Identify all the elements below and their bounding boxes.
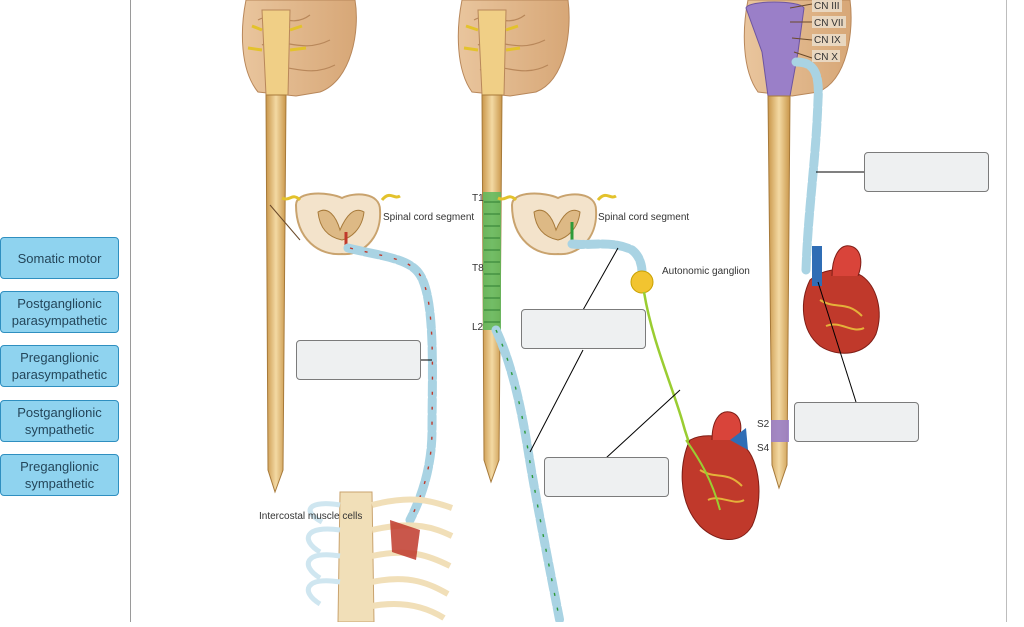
cn3-label: CN III bbox=[814, 1, 840, 12]
intercostal-muscle-label: Intercostal muscle cells bbox=[259, 511, 362, 522]
sacral-region bbox=[771, 420, 789, 442]
l2-label: L2 bbox=[472, 322, 484, 333]
somatic-column: Spinal cord segment Intercostal muscle c… bbox=[241, 0, 474, 623]
preganglionic-sympathetic-axon bbox=[567, 239, 647, 277]
heart-illustration-2 bbox=[681, 411, 760, 540]
cranial-nerve-leaders bbox=[789, 3, 813, 59]
lower-sympathetic-chain bbox=[491, 325, 565, 627]
vagus-nerve-axon bbox=[791, 57, 823, 275]
label-chip-preganglionic-parasympathetic[interactable]: Preganglionic parasympathetic bbox=[0, 345, 119, 387]
leader-line-6 bbox=[817, 281, 857, 403]
chip-text: Postganglionic parasympathetic bbox=[11, 296, 108, 328]
dropzone-preganglionic-sympathetic[interactable] bbox=[521, 309, 646, 349]
cranial-nerves-2 bbox=[463, 24, 521, 52]
t1-label: T1 bbox=[472, 193, 484, 204]
label-bank: Somatic motor Postganglionic parasympath… bbox=[0, 0, 131, 622]
nervous-system-diagram: Spinal cord segment Intercostal muscle c… bbox=[241, 0, 880, 627]
heart-illustration-3 bbox=[802, 245, 880, 354]
s2-label: S2 bbox=[757, 419, 770, 430]
spinal-cord-segment-label-1: Spinal cord segment bbox=[383, 212, 474, 223]
brainstem-2 bbox=[477, 9, 507, 96]
brainstem-1 bbox=[261, 9, 291, 96]
spinal-cord-segment-label-2: Spinal cord segment bbox=[598, 212, 689, 223]
diagram-canvas: Spinal cord segment Intercostal muscle c… bbox=[131, 0, 1006, 627]
somatic-motor-axon bbox=[343, 243, 437, 525]
autonomic-ganglion bbox=[630, 270, 654, 294]
cord-pointer-1 bbox=[269, 204, 301, 241]
sympathetic-column: T1 T8 L2 Spinal cord segment Autonomic g… bbox=[457, 0, 760, 627]
dropzone-heart-parasympathetic[interactable] bbox=[794, 402, 919, 442]
autonomic-ganglion-label: Autonomic ganglion bbox=[662, 266, 750, 277]
spinal-cross-section-2 bbox=[497, 192, 617, 256]
s4-label: S4 bbox=[757, 443, 770, 454]
spinal-cord-3 bbox=[767, 95, 791, 490]
cn9-label: CN IX bbox=[814, 35, 841, 46]
cranial-nerves-1 bbox=[247, 24, 307, 52]
right-edge bbox=[1006, 0, 1007, 622]
leader-line-4 bbox=[605, 389, 681, 459]
dropzone-vagus[interactable] bbox=[864, 152, 989, 192]
cn7-label: CN VII bbox=[814, 18, 843, 29]
label-chip-preganglionic-sympathetic[interactable]: Preganglionic sympathetic bbox=[0, 454, 119, 496]
cn10-label: CN X bbox=[814, 52, 838, 63]
chip-text: Preganglionic sympathetic bbox=[20, 459, 99, 491]
label-chip-postganglionic-sympathetic[interactable]: Postganglionic sympathetic bbox=[0, 400, 119, 442]
parasympathetic-column: CN III CN VII CN IX CN X S2 S4 bbox=[743, 0, 880, 490]
chip-text: Preganglionic parasympathetic bbox=[11, 350, 108, 382]
spinal-cord-1 bbox=[265, 94, 287, 494]
ribcage-illustration bbox=[306, 491, 454, 623]
label-chip-somatic-motor[interactable]: Somatic motor bbox=[0, 237, 119, 279]
panel-divider bbox=[130, 0, 131, 622]
thoracolumbar-region bbox=[483, 192, 501, 330]
label-chip-postganglionic-parasympathetic[interactable]: Postganglionic parasympathetic bbox=[0, 291, 119, 333]
chip-text: Postganglionic sympathetic bbox=[17, 405, 102, 437]
t8-label: T8 bbox=[472, 263, 484, 274]
leader-line-2 bbox=[582, 247, 619, 311]
dropzone-postganglionic-sympathetic[interactable] bbox=[544, 457, 669, 497]
spinal-cross-section-1 bbox=[281, 192, 401, 256]
dropzone-somatic-axon[interactable] bbox=[296, 340, 421, 380]
chip-text: Somatic motor bbox=[17, 250, 102, 266]
leader-line-3 bbox=[529, 349, 584, 453]
